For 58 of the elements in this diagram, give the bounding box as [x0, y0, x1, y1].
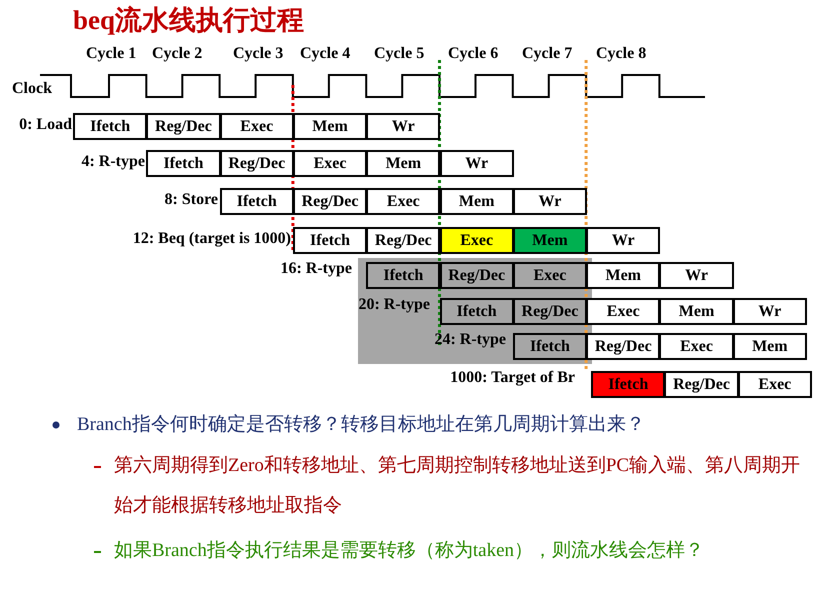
writeback-stage-box: Wr	[732, 298, 807, 325]
instruction-label: 24: R-type	[434, 331, 506, 349]
sub-bullet-text: 第六周期得到Zero和转移地址、第七周期控制转移地址送到PC输入端、第八周期开始才能根据转移地址取指令	[114, 454, 802, 518]
cycle-label: Cycle 6	[448, 45, 498, 63]
execute-stage-box: Exec	[512, 262, 588, 289]
fetch-stage-box: Ifetch	[591, 371, 666, 398]
writeback-stage-box: Wr	[512, 188, 588, 215]
writeback-stage-box: Wr	[659, 262, 734, 289]
sub-bullet-text: 如果Branch指令执行结果是需要转移（称为taken），则流水线会怎样？	[114, 539, 706, 563]
memory-stage-box: Mem	[292, 113, 368, 140]
decode-stage-box: Reg/Dec	[146, 113, 221, 140]
fetch-stage-box: Ifetch	[220, 188, 294, 215]
memory-stage-box: Mem	[586, 262, 660, 289]
execute-stage-box: Exec	[220, 113, 294, 140]
fetch-stage-box: Ifetch	[440, 298, 514, 325]
writeback-stage-box: Wr	[440, 150, 514, 177]
execute-stage-box: Exec	[738, 371, 812, 398]
memory-stage-box: Mem	[440, 188, 514, 215]
writeback-stage-box: Wr	[366, 113, 440, 140]
decode-stage-box: Reg/Dec	[440, 262, 514, 289]
decode-stage-box: Reg/Dec	[366, 227, 440, 254]
fetch-stage-box: Ifetch	[512, 333, 588, 360]
cycle-label: Cycle 5	[374, 45, 424, 63]
instruction-label: 16: R-type	[280, 260, 352, 278]
decode-stage-box: Reg/Dec	[586, 333, 660, 360]
decode-stage-box: Reg/Dec	[220, 150, 294, 177]
bullet-text: Branch指令何时确定是否转移？转移目标地址在第几周期计算出来？	[77, 413, 646, 437]
fetch-stage-box: Ifetch	[146, 150, 221, 177]
fetch-stage-box: Ifetch	[366, 262, 440, 289]
memory-stage-box: Mem	[659, 298, 734, 325]
cycle-label: Cycle 3	[233, 45, 284, 63]
clock-label: Clock	[12, 80, 52, 98]
cycle-label: Cycle 2	[152, 45, 202, 63]
instruction-label: 20: R-type	[358, 296, 430, 314]
cycle-label: Cycle 1	[86, 45, 136, 63]
instruction-label: 0: Load	[19, 116, 72, 134]
execute-stage-box: Exec	[366, 188, 440, 215]
memory-stage-box: Mem	[512, 227, 588, 254]
memory-stage-box: Mem	[732, 333, 807, 360]
fetch-stage-box: Ifetch	[292, 227, 368, 254]
decode-stage-box: Reg/Dec	[292, 188, 368, 215]
cycle-label: Cycle 4	[300, 45, 350, 63]
writeback-stage-box: Wr	[586, 227, 660, 254]
cycle-label: Cycle 7	[522, 45, 572, 63]
execute-stage-box: Exec	[292, 150, 368, 177]
memory-stage-box: Mem	[366, 150, 440, 177]
instruction-label: 1000: Target of Br	[450, 369, 575, 387]
instruction-label: 4: R-type	[81, 153, 145, 171]
cycle-label: Cycle 8	[596, 45, 646, 63]
instruction-label: 8: Store	[164, 191, 218, 209]
fetch-stage-box: Ifetch	[73, 113, 148, 140]
decode-stage-box: Reg/Dec	[512, 298, 588, 325]
title: beq流水线执行过程	[73, 4, 304, 37]
execute-stage-box: Exec	[659, 333, 734, 360]
execute-stage-box: Exec	[586, 298, 660, 325]
instruction-label: 12: Beq (target is 1000)	[132, 230, 291, 248]
execute-stage-box: Exec	[440, 227, 514, 254]
decode-stage-box: Reg/Dec	[664, 371, 739, 398]
